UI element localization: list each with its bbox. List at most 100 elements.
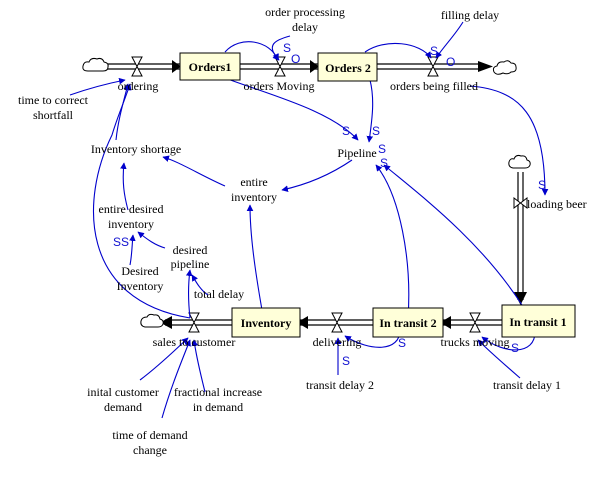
pipe-sales-arrowhead [160, 316, 172, 329]
var-entire-desired-line1[interactable]: entire desired [99, 202, 164, 216]
polarity-o: O [291, 52, 300, 66]
stock-in-transit-1[interactable]: In transit 1 [501, 304, 576, 338]
flow-delivering-label[interactable]: delivering [313, 335, 362, 349]
link-totaldelay-to-despipe [191, 274, 209, 296]
flow-ordering-label[interactable]: ordering [118, 79, 159, 93]
polarity-s: S [378, 142, 386, 156]
link-inventory-to-entire [246, 204, 263, 311]
valve-ordering-icon[interactable] [131, 56, 143, 77]
var-pipeline[interactable]: Pipeline [337, 146, 376, 160]
stock-orders1-label: Orders1 [189, 60, 232, 74]
var-time-of-change-line2[interactable]: change [133, 443, 167, 457]
pipe-ordering [100, 63, 180, 70]
pipe-loading-arrowhead [514, 292, 527, 305]
flow-sales-label[interactable]: sales to customer [153, 335, 236, 349]
valve-orders-filled-icon[interactable] [427, 56, 439, 77]
stock-orders1[interactable]: Orders1 [179, 52, 241, 81]
var-time-to-correct-line1[interactable]: time to correct [18, 93, 89, 107]
stock-inventory-label: Inventory [241, 316, 292, 330]
var-fractional-increase-line2[interactable]: in demand [193, 400, 243, 414]
polarity-s: S [372, 124, 380, 138]
var-fractional-increase-line1[interactable]: fractional increase [174, 385, 262, 399]
polarity-s: S [342, 124, 350, 138]
polarity-s: S [511, 341, 519, 355]
polarity-s: S [283, 41, 291, 55]
link-initial-to-sales [139, 337, 189, 381]
var-initial-demand-line2[interactable]: demand [104, 400, 142, 414]
link-entire-to-shortage [162, 155, 226, 187]
pipe-orders-being-filled [377, 63, 478, 70]
auxiliary-variables: order processing delay filling delay tim… [18, 5, 561, 457]
valve-sales-icon[interactable] [188, 312, 200, 333]
polarity-s: S [398, 336, 406, 350]
link-orders2-to-pipeline [366, 79, 374, 143]
polarity-markers: S O S O S S S S S S S S S S [113, 41, 546, 368]
pipe-delivering-arrowhead [297, 316, 308, 329]
var-desired-pipeline-line1[interactable]: desired [173, 243, 208, 257]
polarity-o: O [446, 55, 455, 69]
link-sales-to-ordering [92, 83, 191, 319]
var-time-of-change-line1[interactable]: time of demand [112, 428, 187, 442]
var-order-processing-delay-line2[interactable]: delay [292, 20, 318, 34]
var-entire-inventory-line1[interactable]: entire [240, 175, 267, 189]
var-initial-demand-line1[interactable]: inital customer [87, 385, 159, 399]
pipe-trucks-moving [443, 319, 502, 326]
cloud-icon [82, 57, 109, 72]
link-orders1-to-ordersmoving [224, 41, 279, 61]
flow-loading-beer-label[interactable]: loading beer [527, 197, 587, 211]
var-desired-pipeline-line2[interactable]: pipeline [171, 257, 210, 271]
link-transit1-to-pipeline [383, 164, 523, 306]
polarity-s: S [380, 156, 388, 170]
polarity-s: S [113, 235, 121, 249]
flow-orders-filled-label[interactable]: orders being filled [390, 79, 478, 93]
var-filling-delay[interactable]: filling delay [441, 8, 499, 22]
stock-in-transit-2[interactable]: In transit 2 [372, 307, 444, 338]
flow-labels: ordering orders Moving orders being fill… [118, 79, 587, 349]
var-inventory-shortage[interactable]: Inventory shortage [91, 142, 181, 156]
polarity-s: S [430, 44, 438, 58]
pipe-orders-filled-arrowhead [478, 61, 493, 72]
link-desinv-to-entire-desired [129, 234, 136, 266]
var-entire-desired-line2[interactable]: inventory [108, 217, 154, 231]
polarity-s: S [538, 178, 546, 192]
source-sink-clouds [82, 57, 531, 328]
link-orders2-to-filled [364, 42, 432, 59]
link-transit1-to-trucks [481, 331, 536, 351]
polarity-s: S [342, 354, 350, 368]
var-total-delay[interactable]: total delay [194, 287, 244, 301]
var-entire-inventory-line2[interactable]: inventory [231, 190, 277, 204]
stock-orders2-label: Orders 2 [325, 61, 371, 75]
cloud-icon [492, 60, 517, 75]
pipe-trucks-arrowhead [440, 316, 451, 329]
flow-valves [131, 56, 528, 333]
link-filled-to-loading [469, 85, 549, 196]
flow-trucks-moving-label[interactable]: trucks moving [441, 335, 510, 349]
valve-delivering-icon[interactable] [331, 312, 343, 333]
stocks: Orders1 Orders 2 Inventory In transit 2 … [179, 52, 576, 338]
stock-in-transit-1-label: In transit 1 [509, 315, 566, 329]
stock-inventory[interactable]: Inventory [231, 307, 301, 338]
polarity-s: S [121, 235, 129, 249]
valve-trucks-icon[interactable] [469, 312, 481, 333]
stock-orders2[interactable]: Orders 2 [317, 52, 378, 82]
var-desired-inventory-line2[interactable]: Inventory [117, 279, 164, 293]
link-sales-to-despipe [185, 269, 193, 319]
cloud-icon [508, 154, 531, 169]
stock-in-transit-2-label: In transit 2 [379, 316, 436, 330]
valve-loading-icon[interactable] [513, 196, 528, 210]
var-transit-delay-2[interactable]: transit delay 2 [306, 378, 374, 392]
var-desired-inventory-line1[interactable]: Desired [121, 264, 158, 278]
link-orders1-to-pipeline [224, 77, 359, 141]
link-filldelay-to-filled [435, 21, 464, 59]
var-transit-delay-1[interactable]: transit delay 1 [493, 378, 561, 392]
cloud-icon [140, 313, 164, 328]
link-transit2-to-pipeline [375, 164, 410, 319]
pipe-loading-beer [517, 172, 524, 300]
flow-orders-moving-label[interactable]: orders Moving [244, 79, 315, 93]
var-order-processing-delay-line1[interactable]: order processing [265, 5, 345, 19]
link-timechange-to-sales [161, 339, 191, 419]
valve-orders-moving-icon[interactable] [274, 56, 286, 77]
flow-pipes [100, 60, 527, 329]
var-time-to-correct-line2[interactable]: shortfall [33, 108, 74, 122]
